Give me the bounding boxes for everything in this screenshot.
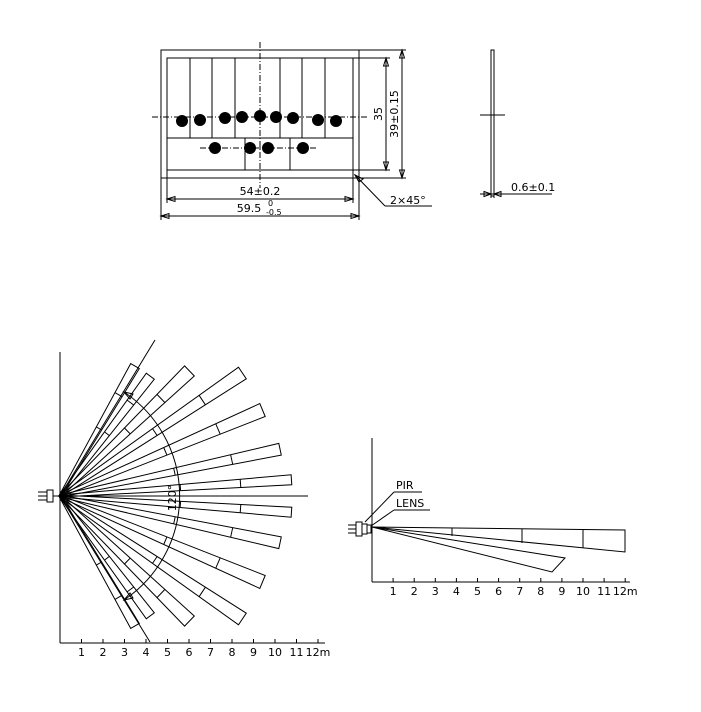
label-lens: LENS xyxy=(396,497,424,510)
zone-division xyxy=(127,400,134,405)
detection-zone xyxy=(60,495,266,588)
zone-division xyxy=(216,424,221,435)
zone-division xyxy=(231,528,233,538)
sector-arc xyxy=(124,392,180,600)
sector-boundary-lower xyxy=(60,496,150,642)
zone-division xyxy=(199,395,205,405)
top-axis-tick-label: 1 xyxy=(78,646,85,659)
side-axis-tick-label: 12m xyxy=(613,585,638,598)
zone-division xyxy=(115,595,122,599)
detection-zone xyxy=(59,495,246,625)
zone-division xyxy=(157,589,165,597)
dim-width-lines xyxy=(161,170,359,220)
dim-height-lines xyxy=(353,50,406,178)
zone-division xyxy=(174,517,176,524)
zone-division xyxy=(153,429,158,436)
top-axis-tick-label: 10 xyxy=(268,646,282,659)
zone-division xyxy=(231,455,233,465)
lens-front-view: 54±0.2 59.5 0 -0.5 35 39±0.15 2×45° xyxy=(152,42,432,220)
zone-division xyxy=(96,427,101,430)
zone-division xyxy=(174,468,176,475)
top-axis-tick-label: 8 xyxy=(229,646,236,659)
zone-division xyxy=(216,558,221,569)
top-axis-tick-label: 12m xyxy=(306,646,331,659)
zone-division xyxy=(157,394,165,402)
dim-chamfer: 2×45° xyxy=(390,194,426,207)
zone-division xyxy=(115,393,122,397)
dim-thickness: 0.6±0.1 xyxy=(511,181,555,194)
zone-division xyxy=(164,537,167,545)
zone-division xyxy=(105,432,110,436)
zone-division xyxy=(105,556,110,560)
detection-zone xyxy=(59,373,154,496)
lens-side-view: 0.6±0.1 xyxy=(480,50,555,198)
side-axis-tick-label: 11 xyxy=(597,585,611,598)
side-axis-tick-label: 2 xyxy=(411,585,418,598)
sensor-side-view xyxy=(348,522,371,536)
detection-zone xyxy=(59,496,139,629)
top-axis-tick-label: 6 xyxy=(186,646,193,659)
side-axis-tick-label: 10 xyxy=(576,585,590,598)
detection-zone xyxy=(59,367,246,497)
dim-height-outer: 39±0.15 xyxy=(388,90,401,138)
sensor-top-view xyxy=(38,490,60,502)
zone-division xyxy=(125,558,131,564)
angle-label: 120° xyxy=(166,485,179,512)
top-axis-tick-label: 3 xyxy=(121,646,128,659)
label-leaders xyxy=(365,492,430,526)
zone-division xyxy=(199,587,205,597)
side-axis-tick-label: 3 xyxy=(432,585,439,598)
zone-division xyxy=(240,505,241,513)
detection-zone xyxy=(59,495,194,626)
zone-division xyxy=(125,428,131,434)
side-detection-zones xyxy=(372,527,625,572)
top-axis-tick-label: 9 xyxy=(250,646,257,659)
zone-division xyxy=(180,501,181,507)
side-axis-tick-label: 7 xyxy=(516,585,523,598)
dim-width-outer-tol-upper: 0 xyxy=(268,199,273,208)
top-axis-tick-label: 4 xyxy=(143,646,150,659)
zone-division xyxy=(127,587,134,592)
sector-boundary-upper xyxy=(60,340,155,496)
dim-width-inner: 54±0.2 xyxy=(240,185,281,198)
top-axis-tick-label: 2 xyxy=(100,646,107,659)
zone-division xyxy=(153,557,158,564)
zone-division xyxy=(164,448,167,456)
dim-height-inner: 35 xyxy=(372,107,385,121)
dim-width-outer-tol-lower: -0.5 xyxy=(266,208,282,217)
side-axis-tick-label: 8 xyxy=(537,585,544,598)
chamfer-leader xyxy=(355,175,432,206)
top-axis-tick-label: 5 xyxy=(164,646,171,659)
top-axis-tick-label: 11 xyxy=(290,646,304,659)
label-pir: PIR xyxy=(396,479,414,492)
lens-focus-marks xyxy=(176,110,342,154)
zone-division xyxy=(180,485,181,491)
dim-width-outer: 59.5 xyxy=(237,202,262,215)
zone-division xyxy=(96,562,101,565)
detection-zone xyxy=(60,404,266,497)
lens-thickness-body xyxy=(491,50,494,196)
side-axis-tick-label: 1 xyxy=(390,585,397,598)
side-axis-tick-label: 4 xyxy=(453,585,460,598)
zone-division xyxy=(240,479,241,487)
top-axis-tick-label: 7 xyxy=(207,646,214,659)
side-axis-tick-label: 5 xyxy=(474,585,481,598)
side-axis-tick-label: 9 xyxy=(558,585,565,598)
side-axis-tick-label: 6 xyxy=(495,585,502,598)
detection-zone xyxy=(59,495,154,618)
